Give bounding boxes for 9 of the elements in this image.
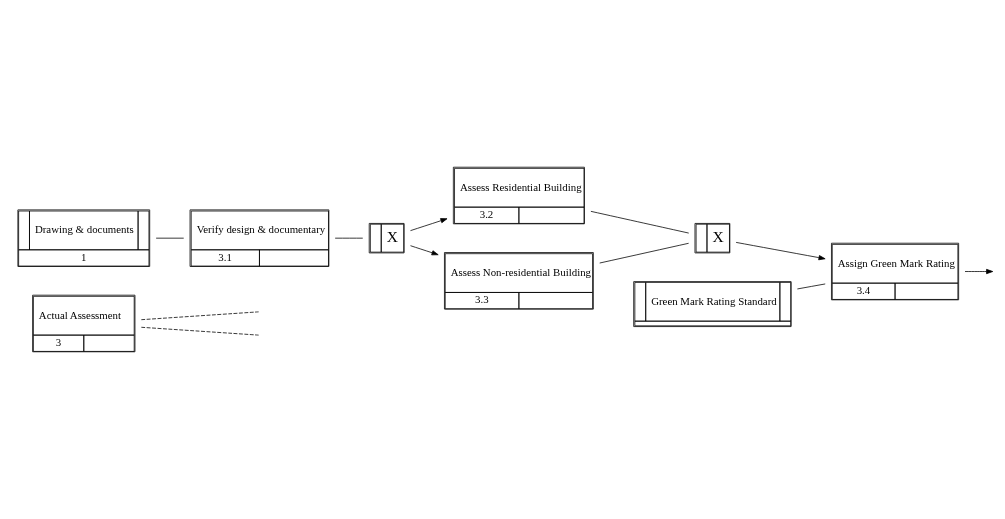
connector — [590, 210, 690, 234]
arrow — [410, 218, 448, 232]
arrow — [964, 268, 994, 275]
arrow — [735, 242, 826, 261]
connector — [140, 326, 260, 336]
connector — [599, 242, 689, 264]
arrow — [410, 245, 439, 256]
connector — [797, 283, 826, 290]
connector — [140, 311, 260, 321]
